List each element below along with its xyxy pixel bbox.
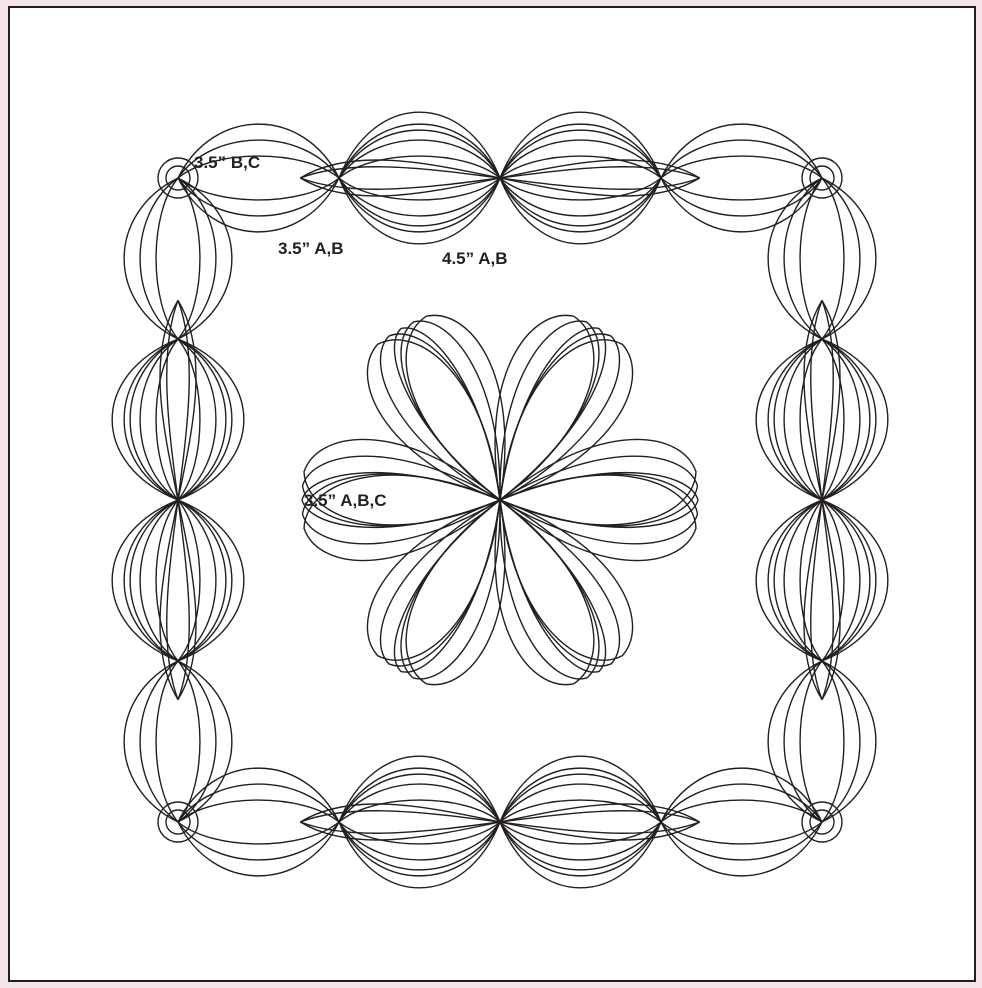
border-bottom-lens-b-1-1 bbox=[500, 756, 661, 888]
border-right-lens-b-1-1 bbox=[756, 500, 888, 661]
border-bottom-lens-b-0-1 bbox=[339, 756, 500, 888]
center-petal-2-2 bbox=[500, 473, 698, 528]
border-right-lens-a-1-1 bbox=[784, 339, 860, 500]
border-bottom-lens-a-2-1 bbox=[500, 784, 661, 860]
border-top-lens-b-0-1 bbox=[339, 112, 500, 244]
center-petal-4-4 bbox=[367, 500, 500, 660]
label-center-template: 3.5” A,B,C bbox=[304, 492, 387, 509]
border-left-lens-b-1-1 bbox=[112, 500, 244, 661]
border-right-lens-b-0-1 bbox=[756, 339, 888, 500]
border-top-lens-b-1-0 bbox=[500, 130, 661, 226]
border-right-lens-b-0-0 bbox=[774, 339, 870, 500]
border-left-lens-b-1-0 bbox=[130, 500, 226, 661]
border-top-lens-a-1-1 bbox=[339, 140, 500, 216]
center-petal-0-3 bbox=[401, 321, 500, 500]
border-right-lens-b-1-0 bbox=[774, 500, 870, 661]
center-petal-1-4 bbox=[500, 340, 633, 500]
border-bottom-lens-b-0-0 bbox=[339, 774, 500, 870]
border-left-lens-b-0-0 bbox=[130, 339, 226, 500]
border-left-lens-b-0-1 bbox=[112, 339, 244, 500]
center-petal-3-3 bbox=[500, 500, 599, 679]
label-border-template-45: 4.5” A,B bbox=[442, 250, 508, 267]
border-top-lens-b-0-0 bbox=[339, 130, 500, 226]
border-right-lens-a-2-1 bbox=[784, 500, 860, 661]
border-left-lens-a-1-1 bbox=[140, 339, 216, 500]
center-petal-4-1 bbox=[401, 500, 500, 679]
border-left-lens-a-2-1 bbox=[140, 500, 216, 661]
label-corner-template: 3.5” B,C bbox=[194, 154, 260, 171]
center-petal-1-1 bbox=[500, 321, 599, 500]
border-bottom-lens-a-1-1 bbox=[339, 784, 500, 860]
border-top-lens-a-2-1 bbox=[500, 140, 661, 216]
border-bottom-lens-b-1-0 bbox=[500, 774, 661, 870]
border-top-lens-b-1-1 bbox=[500, 112, 661, 244]
label-border-template-ab: 3.5” A,B bbox=[278, 240, 344, 257]
